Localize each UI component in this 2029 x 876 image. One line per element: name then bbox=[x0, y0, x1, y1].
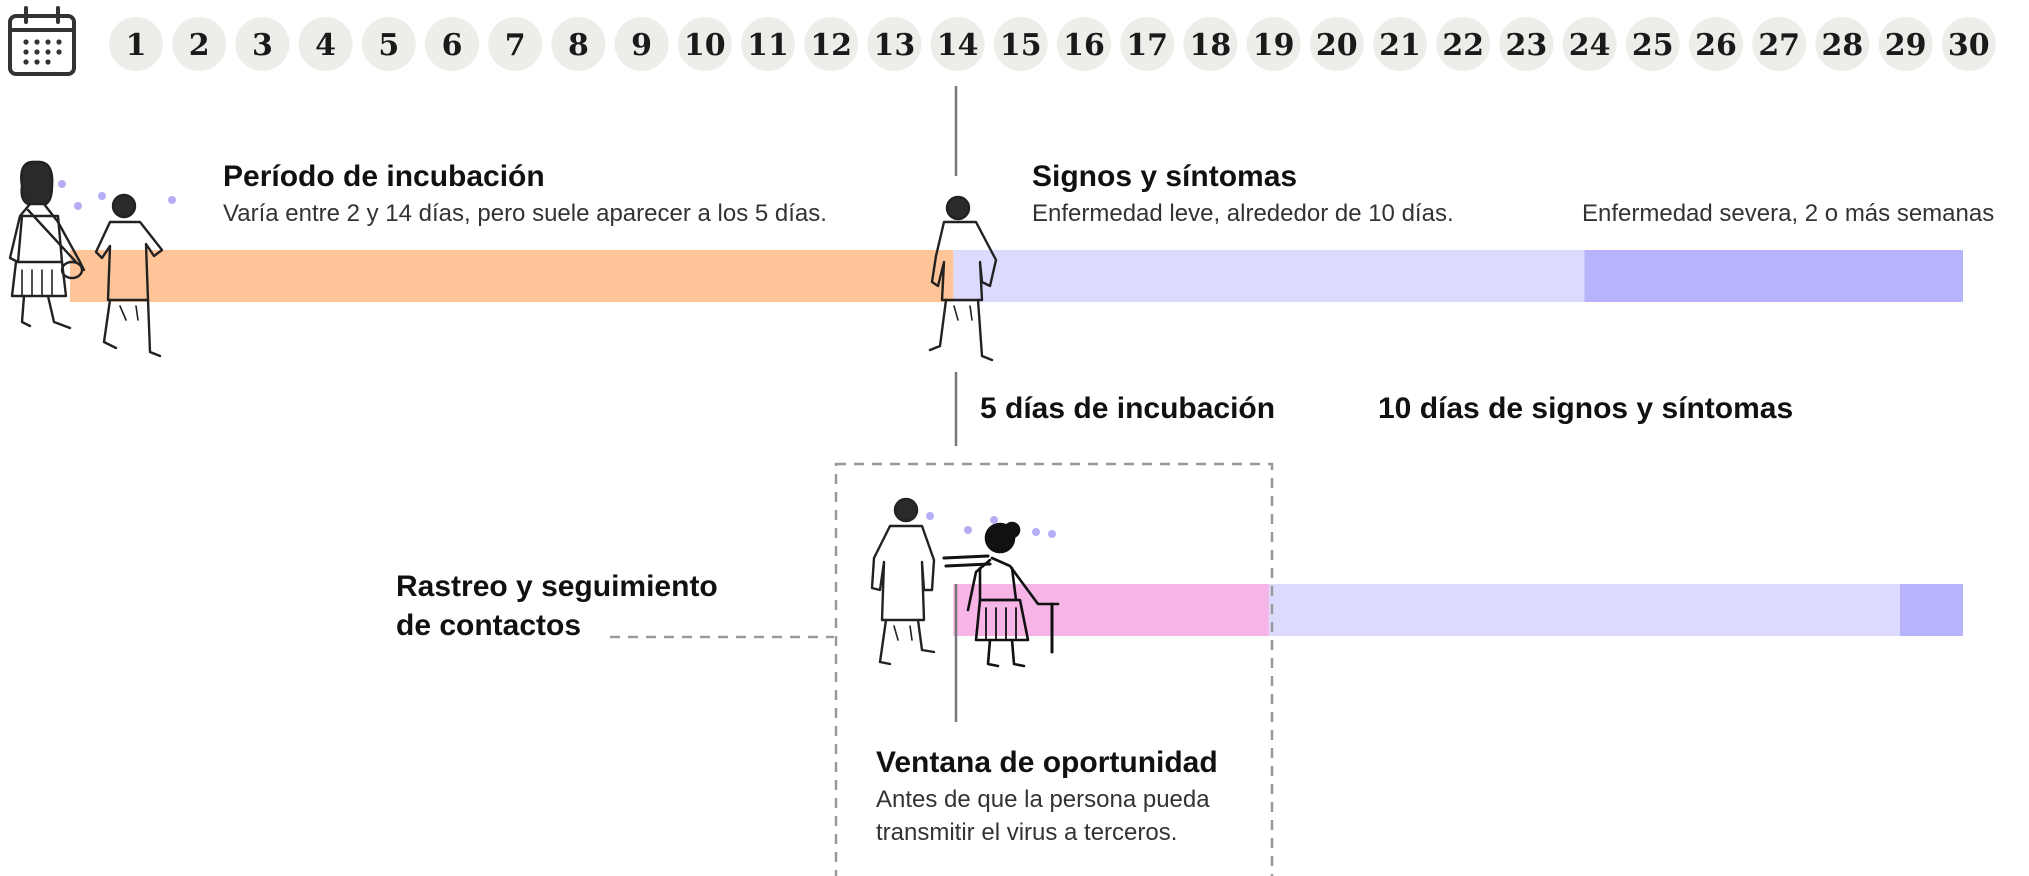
day-circle-6 bbox=[425, 17, 479, 71]
day-number-4: 4 bbox=[315, 28, 336, 63]
virus-dot bbox=[98, 192, 106, 200]
day-number-9: 9 bbox=[631, 28, 652, 63]
day-circle-22 bbox=[1436, 17, 1491, 71]
day-number-3: 3 bbox=[252, 28, 273, 63]
day-circle-21 bbox=[1373, 17, 1427, 71]
day-number-10: 10 bbox=[684, 28, 726, 63]
day-number-17: 17 bbox=[1126, 28, 1168, 63]
day-number-22: 22 bbox=[1442, 28, 1484, 63]
day-number-29: 29 bbox=[1885, 28, 1927, 63]
severe-description: Enfermedad severa, 2 o más semanas bbox=[1582, 200, 1995, 227]
day-number-26: 26 bbox=[1695, 28, 1737, 63]
incubation-title: Período de incubación bbox=[223, 160, 545, 193]
opportunity-window-desc-line1: Antes de que la persona pueda bbox=[876, 786, 1210, 813]
day-number-2: 2 bbox=[189, 28, 210, 63]
virus-dot bbox=[74, 202, 82, 210]
day-circle-1 bbox=[109, 17, 163, 71]
day-circle-17 bbox=[1120, 17, 1175, 71]
person-man-icon bbox=[94, 193, 164, 358]
person-woman-icon bbox=[8, 160, 86, 330]
virus-dot bbox=[168, 196, 176, 204]
day-circle-19 bbox=[1246, 17, 1301, 71]
person-contact-icon bbox=[870, 497, 936, 666]
day-circle-18 bbox=[1183, 17, 1238, 71]
example-mild-bar bbox=[1268, 584, 1900, 636]
day-circle-28 bbox=[1815, 17, 1870, 71]
day-number-6: 6 bbox=[442, 28, 463, 63]
example-severe-bar bbox=[1899, 584, 1963, 636]
day-circle-16 bbox=[1057, 17, 1111, 71]
day-circle-2 bbox=[172, 17, 227, 71]
day-circle-9 bbox=[614, 17, 669, 71]
day-circle-12 bbox=[804, 17, 859, 71]
day-number-18: 18 bbox=[1190, 28, 1232, 63]
day-circle-13 bbox=[867, 17, 922, 71]
day-circle-7 bbox=[488, 17, 543, 71]
incubation-description: Varía entre 2 y 14 días, pero suele apar… bbox=[223, 200, 827, 227]
day-number-30: 30 bbox=[1948, 28, 1990, 63]
day-number-19: 19 bbox=[1253, 28, 1295, 63]
day-number-21: 21 bbox=[1379, 28, 1421, 63]
day-number-5: 5 bbox=[378, 28, 399, 63]
day-number-20: 20 bbox=[1316, 28, 1358, 63]
virus-dot bbox=[1048, 530, 1056, 538]
contact-tracing-label-line1: Rastreo y seguimiento bbox=[396, 570, 718, 603]
day-number-13: 13 bbox=[874, 28, 916, 63]
calendar-icon bbox=[8, 6, 76, 76]
day-number-23: 23 bbox=[1506, 28, 1548, 63]
virus-dot bbox=[1032, 528, 1040, 536]
person-elderly-icon bbox=[942, 521, 1060, 668]
day-circle-15 bbox=[993, 17, 1048, 71]
contact-tracing-label-line2: de contactos bbox=[396, 609, 582, 642]
day-circle-27 bbox=[1752, 17, 1807, 71]
incubation-days-label: 5 días de incubación bbox=[980, 392, 1276, 425]
day-number-11: 11 bbox=[747, 28, 789, 63]
day-circle-8 bbox=[551, 17, 606, 71]
day-number-28: 28 bbox=[1822, 28, 1864, 63]
symptoms-description: Enfermedad leve, alrededor de 10 días. bbox=[1032, 200, 1454, 227]
day-number-14: 14 bbox=[937, 28, 979, 63]
day-number-25: 25 bbox=[1632, 28, 1674, 63]
day-number-16: 16 bbox=[1063, 28, 1105, 63]
day-circle-4 bbox=[298, 17, 353, 71]
virus-dot bbox=[58, 180, 66, 188]
day-number-1: 1 bbox=[126, 28, 147, 63]
opportunity-window-desc-line2: transmitir el virus a terceros. bbox=[876, 819, 1178, 846]
day-circle-23 bbox=[1499, 17, 1554, 71]
virus-dot bbox=[990, 516, 998, 524]
day-circle-26 bbox=[1689, 17, 1743, 71]
day-number-24: 24 bbox=[1569, 28, 1611, 63]
opportunity-window-box bbox=[834, 462, 1274, 876]
day-circle-11 bbox=[741, 17, 795, 71]
day-circle-20 bbox=[1309, 17, 1364, 71]
day-number-15: 15 bbox=[1000, 28, 1042, 63]
virus-dot bbox=[964, 526, 972, 534]
severe-illness-bar bbox=[1584, 250, 1963, 302]
transmission-window-bar bbox=[953, 584, 1269, 636]
day-circle-10 bbox=[677, 17, 732, 71]
day-number-7: 7 bbox=[505, 28, 526, 63]
opportunity-window-title: Ventana de oportunidad bbox=[876, 746, 1218, 779]
day-number-27: 27 bbox=[1758, 28, 1800, 63]
symptom-days-label: 10 días de signos y síntomas bbox=[1378, 392, 1794, 425]
virus-dots bbox=[58, 180, 1056, 538]
day-circle-3 bbox=[235, 17, 290, 71]
virus-dot bbox=[926, 512, 934, 520]
calendar-icon-dots bbox=[23, 39, 62, 65]
day-circle-5 bbox=[361, 17, 416, 71]
day-number-12: 12 bbox=[810, 28, 852, 63]
day-circle-30 bbox=[1941, 17, 1996, 71]
day-circle-24 bbox=[1562, 17, 1617, 71]
day-number-8: 8 bbox=[568, 28, 589, 63]
mild-illness-bar bbox=[953, 250, 1585, 302]
day-circle-14 bbox=[930, 17, 985, 71]
day-circle-25 bbox=[1625, 17, 1680, 71]
symptoms-title: Signos y síntomas bbox=[1032, 160, 1298, 193]
day-circle-29 bbox=[1878, 17, 1933, 71]
incubation-bar bbox=[70, 250, 954, 302]
person-symptoms-icon bbox=[928, 195, 998, 362]
